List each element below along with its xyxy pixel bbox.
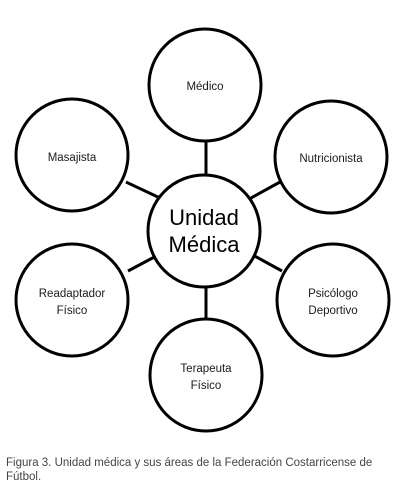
node-terapeuta: Terapeuta Físico: [148, 317, 264, 433]
figure-caption: Figura 3. Unidad médica y sus áreas de l…: [6, 457, 373, 483]
center-label-line1: Unidad: [169, 205, 239, 230]
connector-nutricionista: [250, 180, 281, 200]
node-psicologo: Psicólogo Deportivo: [275, 242, 391, 358]
node-medico-label: Médico: [186, 81, 223, 93]
node-psicologo-label-line1: Psicólogo: [308, 288, 358, 300]
node-readaptador-label-line1: Readaptador: [39, 288, 106, 300]
node-terapeuta-label-line2: Físico: [191, 380, 222, 392]
connector-psicologo: [250, 252, 283, 273]
node-psicologo-label-line2: Deportivo: [308, 305, 357, 317]
node-terapeuta-label-line1: Terapeuta: [180, 363, 232, 375]
node-readaptador-label-line2: Físico: [57, 305, 88, 317]
node-nutricionista: Nutricionista: [273, 99, 389, 215]
node-readaptador: Readaptador Físico: [14, 242, 130, 358]
diagram: Unidad Médica Médico Masajista Nutricion…: [14, 27, 391, 433]
node-medico: Médico: [147, 27, 263, 143]
center-label-line2: Médica: [169, 232, 241, 257]
node-masajista: Masajista: [14, 97, 130, 213]
center-node: Unidad Médica: [146, 173, 262, 289]
connector-masajista: [125, 180, 161, 200]
node-nutricionista-label: Nutricionista: [299, 153, 363, 165]
node-masajista-label: Masajista: [48, 152, 97, 164]
